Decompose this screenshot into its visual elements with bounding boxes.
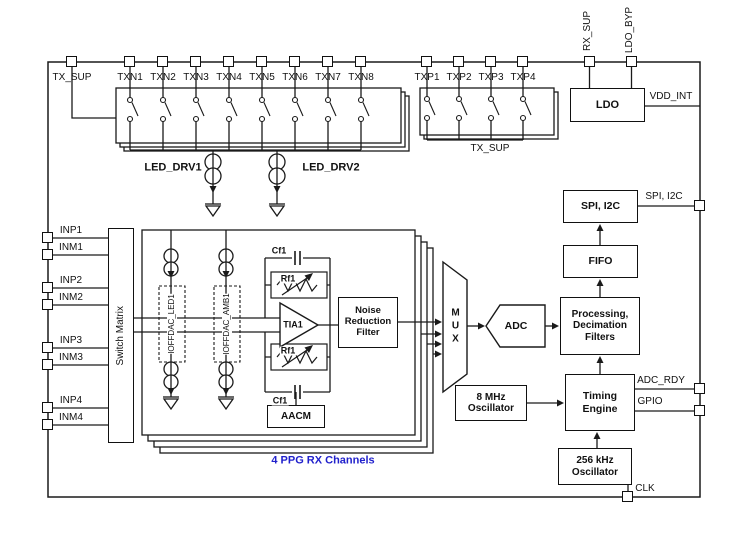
pin-txp2 [453, 56, 464, 67]
pin-label-vdd-int: VDD_INT [649, 91, 693, 102]
tia1-label: TIA1 [283, 319, 303, 330]
pin-ldo-byp [626, 56, 637, 67]
pin-label-inp2: INP2 [59, 275, 83, 286]
pin-label-inm3: INM3 [59, 352, 83, 363]
pin-label-adc-rdy: ADC_RDY [637, 375, 685, 386]
timing-engine-block: Timing Engine [565, 374, 635, 431]
pin-txn3 [190, 56, 201, 67]
pin-label-tx-sup: TX_SUP [52, 72, 92, 83]
pin-inm3 [42, 359, 53, 370]
pin-txp4 [517, 56, 528, 67]
pin-txp3 [485, 56, 496, 67]
pin-inm4 [42, 419, 53, 430]
pin-label-txp4: TXP4 [510, 72, 536, 83]
rx-channels-caption: 4 PPG RX Channels [271, 454, 375, 467]
pin-label-inm4: INM4 [59, 412, 83, 423]
processing-block: Processing, Decimation Filters [560, 297, 640, 355]
pin-label-inm1: INM1 [59, 242, 83, 253]
cf1-top-label: Cf1 [270, 245, 288, 256]
txp-switch-bank [419, 87, 559, 140]
pin-label-gpio: GPIO [637, 396, 663, 407]
rf1-top-label: Rf1 [279, 273, 297, 284]
pin-txn4 [223, 56, 234, 67]
pin-spi-i2c [694, 200, 705, 211]
pin-label-txp3: TXP3 [478, 72, 504, 83]
switch-matrix-block: Switch Matrix [108, 228, 134, 443]
ioffdac-amb1-label: IOFFDAC_AMB1 [222, 293, 232, 355]
pin-inm2 [42, 299, 53, 310]
pin-inp4 [42, 402, 53, 413]
pin-label-txn4: TXN4 [216, 72, 242, 83]
noise-filter-block: Noise Reduction Filter [338, 297, 398, 348]
pin-label-txn1: TXN1 [117, 72, 143, 83]
pin-label-rx-sup: RX_SUP [582, 10, 593, 52]
osc-256khz-block: 256 kHz Oscillator [558, 448, 632, 485]
pin-label-ldo-byp: LDO_BYP [624, 6, 635, 54]
pin-label-txp2: TXP2 [446, 72, 472, 83]
pin-label-inm2: INM2 [59, 292, 83, 303]
pin-txn5 [256, 56, 267, 67]
rf1-bottom-label: Rf1 [279, 345, 297, 356]
pin-gpio [694, 405, 705, 416]
pin-clk [622, 491, 633, 502]
pin-label-spi-i2c: SPI, I2C [645, 191, 683, 202]
capacitor-icon [294, 251, 301, 399]
pin-inm1 [42, 249, 53, 260]
cf1-bottom-label: Cf1 [271, 395, 289, 406]
pin-label-txn6: TXN6 [282, 72, 308, 83]
ioffdac-dashed-boxes [158, 285, 241, 363]
pin-label-inp3: INP3 [59, 335, 83, 346]
arrowheads [167, 186, 604, 439]
pin-txn7 [322, 56, 333, 67]
tx-sup-net-label: TX_SUP [470, 143, 510, 154]
pin-txn6 [289, 56, 300, 67]
pin-txn8 [355, 56, 366, 67]
pin-label-txp1: TXP1 [414, 72, 440, 83]
pin-adc-rdy [694, 383, 705, 394]
adc-shape [485, 304, 546, 348]
pin-inp2 [42, 282, 53, 293]
pin-txn1 [124, 56, 135, 67]
pin-label-txn5: TXN5 [249, 72, 275, 83]
pin-txp1 [421, 56, 432, 67]
pin-label-txn2: TXN2 [150, 72, 176, 83]
pin-label-clk: CLK [635, 483, 655, 494]
ground-icon [162, 203, 286, 411]
spi-i2c-block: SPI, I2C [563, 190, 638, 223]
switch-icon [126, 95, 532, 123]
switch-matrix-label: Switch Matrix [115, 305, 127, 366]
pin-tx-sup [66, 56, 77, 67]
tia-amplifier-shape [279, 301, 320, 349]
pin-inp3 [42, 342, 53, 353]
pin-label-txn8: TXN8 [348, 72, 374, 83]
fifo-block: FIFO [563, 245, 638, 278]
led-drv2-label: LED_DRV2 [302, 161, 360, 174]
osc-8mhz-block: 8 MHz Oscillator [455, 385, 527, 421]
pin-label-inp1: INP1 [59, 225, 83, 236]
mux-shape [442, 260, 468, 394]
pin-txn2 [157, 56, 168, 67]
pin-inp1 [42, 232, 53, 243]
ioffdac-led1-label: IOFFDAC_LED1 [167, 294, 177, 354]
led-drv1-label: LED_DRV1 [144, 161, 202, 174]
pin-label-txn7: TXN7 [315, 72, 341, 83]
pin-rx-sup [584, 56, 595, 67]
chip-boundary [47, 61, 701, 498]
mux-label: MUX [450, 307, 461, 347]
aacm-block: AACM [267, 405, 325, 428]
pin-label-inp4: INP4 [59, 395, 83, 406]
pin-label-txn3: TXN3 [183, 72, 209, 83]
ldo-block: LDO [570, 88, 645, 122]
adc-label: ADC [504, 319, 528, 332]
